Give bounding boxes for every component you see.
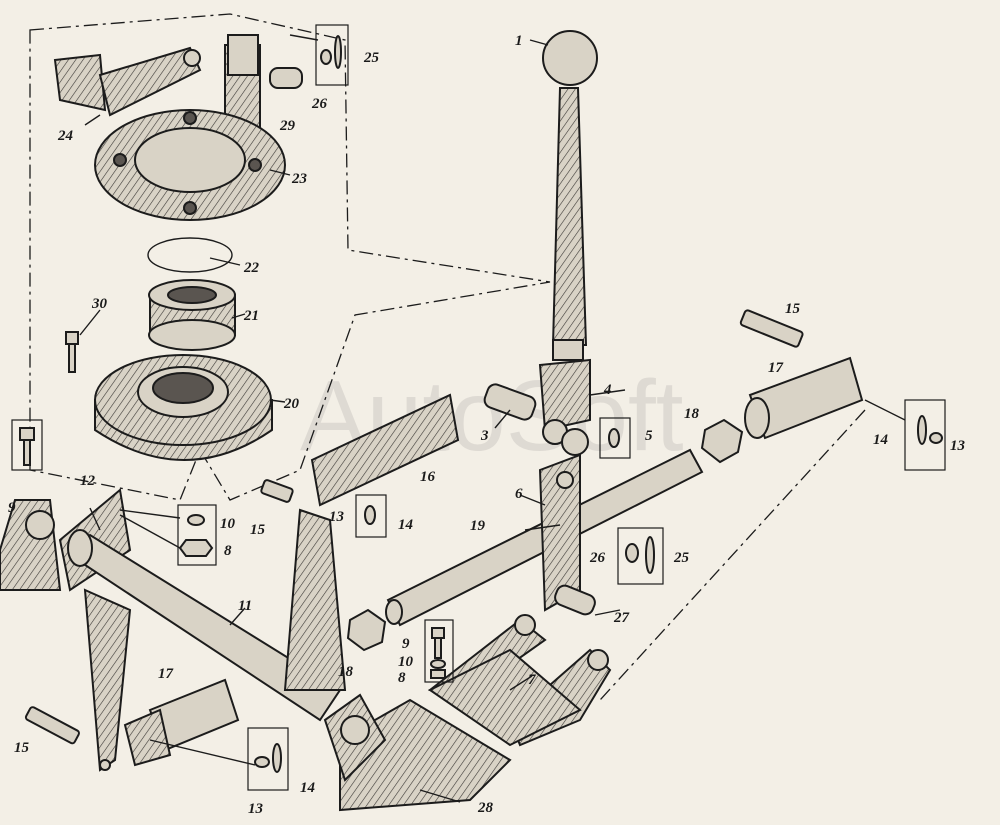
callout-8-box: 8 — [224, 543, 232, 559]
callout-7: 7 — [528, 672, 536, 688]
part-18-nut — [346, 608, 387, 652]
callout-14-center: 14 — [398, 517, 414, 533]
callout-10-box: 10 — [220, 516, 236, 532]
callout-labels: 1 3 4 5 6 7 8 8 9 9 10 10 11 12 13 13 13… — [8, 33, 966, 817]
callout-3: 3 — [480, 428, 489, 444]
lever-arm — [283, 508, 347, 691]
cotter-pin-box-center — [355, 494, 387, 538]
part-9-bolt — [11, 419, 43, 471]
part-7-bracket — [427, 614, 612, 747]
part-23-flange-plate — [94, 109, 286, 221]
cotter-pin-box-5 — [599, 417, 631, 459]
part-4-clevis — [538, 358, 591, 456]
washer-nut-box — [177, 504, 217, 566]
bolt-stack-base — [424, 619, 454, 683]
callout-19: 19 — [470, 518, 486, 534]
cotter-pin-box-lower — [247, 727, 289, 791]
callout-28: 28 — [477, 800, 494, 816]
callout-6: 6 — [515, 486, 523, 502]
callout-16: 16 — [420, 469, 436, 485]
part-22-snap-ring — [147, 237, 233, 273]
callout-21: 21 — [243, 308, 259, 324]
callout-15-right: 15 — [785, 301, 801, 317]
callout-14-right: 14 — [873, 432, 889, 448]
part-1-shift-knob — [542, 30, 598, 361]
part-20-housing — [94, 354, 273, 461]
part-15-bolt-right — [739, 309, 804, 348]
callout-26-top: 26 — [311, 96, 328, 112]
part-15-bolt-lower — [24, 706, 80, 745]
part-15-bolt-center — [260, 479, 294, 503]
callout-27: 27 — [613, 610, 630, 626]
part-11-shaft — [67, 529, 342, 772]
cotter-pin-box-far-right — [904, 399, 946, 471]
callout-8-stack: 8 — [398, 670, 406, 686]
callout-22: 22 — [243, 260, 260, 276]
callout-13-lower: 13 — [248, 801, 264, 817]
part-16-lever — [310, 393, 460, 507]
cotter-pin-box-right — [617, 527, 664, 585]
part-3-bolt — [483, 383, 537, 421]
part-27-pin — [554, 584, 596, 616]
part-17-sleeve-right — [744, 356, 864, 440]
callout-5: 5 — [645, 428, 653, 444]
callout-26-right: 26 — [589, 550, 606, 566]
part-30-bolt — [65, 331, 79, 373]
callout-18-right: 18 — [684, 406, 700, 422]
part-18-nut-right — [700, 418, 744, 464]
callout-29: 29 — [279, 118, 296, 134]
part-17-sleeve-lower — [123, 678, 240, 767]
part-24-bracket — [53, 46, 202, 117]
callout-18-center: 18 — [338, 664, 354, 680]
callout-23: 23 — [291, 171, 308, 187]
callout-9-stack: 9 — [402, 636, 410, 652]
callout-25-top: 25 — [363, 50, 380, 66]
callout-12: 12 — [80, 473, 96, 489]
callout-25-right: 25 — [673, 550, 690, 566]
cotter-pin-box-top — [315, 24, 349, 86]
callout-15-lower: 15 — [14, 740, 30, 756]
callout-30: 30 — [91, 296, 108, 312]
assembly-outline-right — [599, 409, 866, 701]
assembly-outline-upper — [29, 13, 551, 501]
callout-4: 4 — [603, 382, 612, 398]
callout-9: 9 — [8, 500, 16, 516]
part-6-plate — [538, 453, 581, 612]
callout-10-stack: 10 — [398, 654, 414, 670]
part-28-base-plate — [323, 693, 512, 812]
callout-17-lower: 17 — [158, 666, 174, 682]
callout-14-lower: 14 — [300, 780, 316, 796]
callout-15-center: 15 — [250, 522, 266, 538]
leader-lines — [79, 34, 906, 803]
callout-13-right: 13 — [950, 438, 966, 454]
callout-11: 11 — [238, 598, 252, 614]
part-21-bearing — [148, 279, 236, 351]
callout-17-right: 17 — [768, 360, 784, 376]
callout-20: 20 — [283, 396, 300, 412]
callout-13-center: 13 — [329, 509, 345, 525]
callout-24: 24 — [57, 128, 74, 144]
callout-1: 1 — [515, 33, 523, 49]
